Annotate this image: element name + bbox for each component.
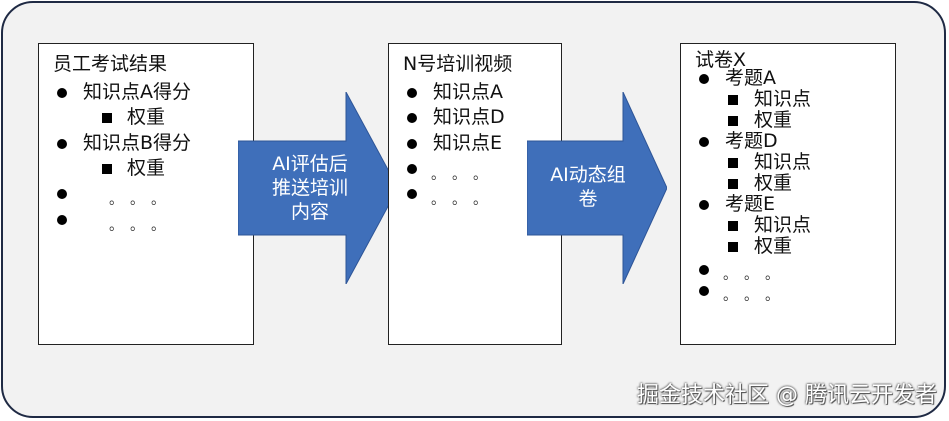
bullet-dot	[407, 189, 417, 199]
arrow1-label: AI评估后 推送培训 内容	[250, 152, 370, 224]
bullet-square	[728, 158, 738, 168]
knowledge-label: 知识点	[754, 214, 812, 236]
ellipsis: 。。。	[723, 288, 793, 304]
bullet-dot	[407, 88, 417, 98]
bullet-square	[102, 164, 112, 174]
watermark: 掘金技术社区 @ 腾讯云开发者	[637, 383, 937, 408]
arrow-shape	[527, 92, 667, 284]
bullet-dot	[57, 88, 67, 98]
knowledge-a-score: 知识点A得分	[83, 81, 191, 103]
ellipsis: 。。。	[431, 192, 501, 208]
knowledge-e: 知识点E	[433, 132, 503, 154]
weight-label: 权重	[754, 109, 793, 131]
bullet-dot	[699, 137, 709, 147]
weight-label: 权重	[754, 172, 793, 194]
bullet-square	[102, 113, 112, 123]
bullet-dot	[699, 286, 709, 296]
arrow2-label-line: 卷	[578, 188, 598, 210]
arrow2-label: AI动态组 卷	[532, 163, 644, 211]
knowledge-label: 知识点	[754, 151, 812, 173]
bullet-dot	[699, 200, 709, 210]
bullet-dot	[57, 189, 67, 199]
knowledge-b-score: 知识点B得分	[83, 132, 192, 154]
weight-label: 权重	[127, 157, 166, 179]
question-e: 考题E	[725, 193, 776, 215]
exam-results-title: 员工考试结果	[53, 53, 168, 75]
arrow2-label-line: AI动态组	[550, 164, 626, 186]
bullet-dot	[407, 139, 417, 149]
ellipsis: 。。。	[109, 218, 179, 234]
weight-label: 权重	[754, 235, 793, 257]
arrow-ai-evaluate	[238, 92, 398, 284]
question-d: 考题D	[725, 130, 778, 152]
bullet-square	[728, 179, 738, 189]
bullet-dot	[407, 113, 417, 123]
bullet-dot	[57, 139, 67, 149]
arrow1-label-line: 内容	[290, 201, 329, 223]
arrow-ai-compose	[527, 92, 667, 284]
bullet-square	[728, 95, 738, 105]
knowledge-d: 知识点D	[433, 106, 505, 128]
ellipsis: 。。。	[431, 167, 501, 183]
exam-results-card: 员工考试结果 知识点A得分 权重 知识点B得分 权重 。。。 。。。	[38, 43, 254, 345]
arrow-shape	[238, 92, 398, 284]
bullet-dot	[699, 265, 709, 275]
bullet-square	[728, 221, 738, 231]
bullet-square	[728, 116, 738, 126]
knowledge-label: 知识点	[754, 88, 812, 110]
weight-label: 权重	[127, 106, 166, 128]
arrow1-label-line: AI评估后	[272, 153, 348, 175]
bullet-dot	[699, 74, 709, 84]
bullet-dot	[407, 164, 417, 174]
bullet-square	[728, 242, 738, 252]
training-video-title: N号培训视频	[403, 53, 513, 75]
question-a: 考题A	[725, 67, 776, 89]
arrow1-label-line: 推送培训	[271, 177, 348, 199]
bullet-dot	[57, 215, 67, 225]
knowledge-a: 知识点A	[433, 81, 503, 103]
exam-paper-title: 试卷X	[695, 49, 747, 71]
ellipsis: 。。。	[723, 267, 793, 283]
exam-paper-card: 试卷X 考题A 知识点 权重 考题D 知识点 权重 考题E 知识点 权重 。。。…	[680, 43, 896, 345]
ellipsis: 。。。	[109, 192, 179, 208]
